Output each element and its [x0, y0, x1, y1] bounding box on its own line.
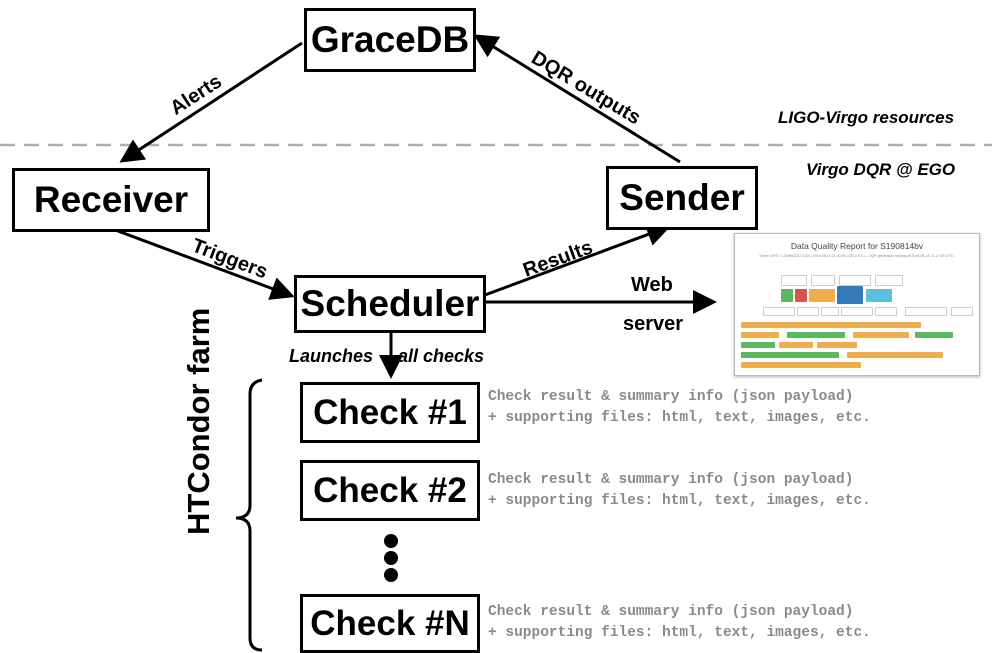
preview-block: [741, 342, 775, 348]
check-2-info-line2: + supporting files: html, text, images, …: [488, 493, 871, 509]
region-label-virgo-dqr: Virgo DQR @ EGO: [806, 160, 956, 179]
preview-block: [811, 275, 835, 286]
preview-block: [781, 289, 793, 302]
preview-block: [915, 332, 953, 338]
preview-block: [853, 332, 909, 338]
preview-block: [951, 307, 973, 316]
preview-block: [809, 289, 835, 302]
edge-label-all-checks: all checks: [398, 346, 485, 366]
check-n-info-line2: + supporting files: html, text, images, …: [488, 625, 871, 641]
preview-block: [875, 275, 903, 286]
check-1-info-line1: Check result & summary info (json payloa…: [488, 389, 854, 405]
preview-title: Data Quality Report for S190814bv: [790, 241, 924, 251]
ellipsis-dot: [384, 551, 398, 565]
preview-block: [847, 352, 943, 358]
arrow-receiver-to-scheduler: [109, 226, 295, 300]
preview-block: [787, 332, 845, 338]
preview-block: [866, 289, 892, 302]
preview-block: [797, 307, 819, 316]
check-2-node: Check #2: [300, 460, 480, 521]
preview-block: [875, 307, 897, 316]
edge-label-web: Web: [631, 274, 673, 296]
htcondor-farm-brace: [235, 378, 263, 652]
check-1-node: Check #1: [300, 382, 480, 443]
preview-block: [817, 342, 857, 348]
arrow-gracedb-to-receiver: [119, 41, 303, 163]
arrow-scheduler-to-sender: [484, 223, 671, 297]
arrow-sender-to-gracedb: [473, 34, 681, 164]
gracedb-node: GraceDB: [304, 8, 476, 72]
preview-block: [781, 275, 807, 286]
scheduler-node: Scheduler: [294, 275, 486, 333]
ellipsis-dot: [384, 534, 398, 548]
region-label-ligo-virgo: LIGO-Virgo resources: [778, 108, 955, 127]
preview-block: [741, 362, 861, 368]
preview-block: [839, 275, 871, 286]
preview-block: [779, 342, 813, 348]
preview-block: [905, 307, 947, 316]
preview-block: [821, 307, 839, 316]
sender-node: Sender: [606, 166, 758, 230]
preview-block: [841, 307, 873, 316]
preview-block: [837, 286, 863, 304]
receiver-node: Receiver: [12, 168, 210, 232]
preview-block: [741, 352, 839, 358]
check-1-info-line2: + supporting files: html, text, images, …: [488, 410, 871, 426]
edge-label-server: server: [623, 313, 684, 335]
htcondor-farm-label: HTCondor farm: [181, 307, 216, 535]
check-2-info-line1: Check result & summary info (json payloa…: [488, 472, 854, 488]
preview-subtitle: Event: GPS = 1249852257.0130 | 2019-08-1…: [759, 254, 955, 258]
preview-block: [741, 322, 921, 328]
preview-block: [741, 332, 779, 338]
ellipsis-dot: [384, 568, 398, 582]
check-n-node: Check #N: [300, 594, 480, 653]
edge-label-launches: Launches: [289, 346, 374, 366]
preview-block: [795, 289, 807, 302]
preview-block: [763, 307, 795, 316]
check-n-info-line1: Check result & summary info (json payloa…: [488, 604, 854, 620]
web-server-preview: Data Quality Report for S190814bv Event:…: [734, 233, 980, 376]
